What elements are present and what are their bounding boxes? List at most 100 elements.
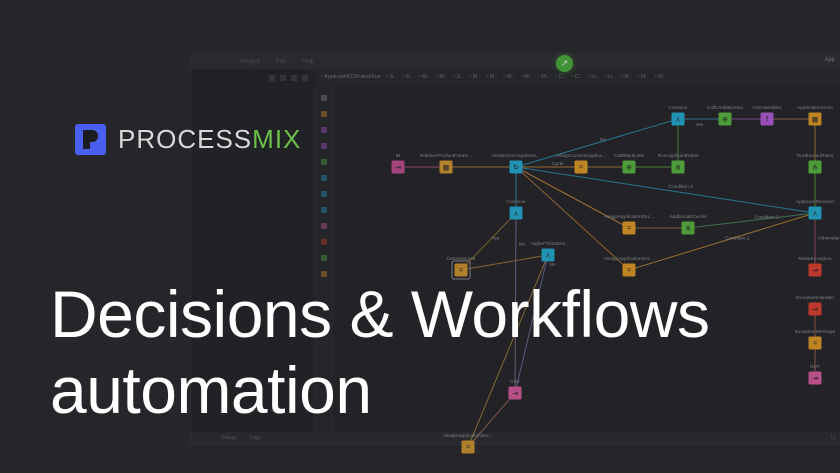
palette-assign-icon[interactable] xyxy=(320,111,327,117)
editor-tab[interactable]: ▫ S.. xyxy=(453,74,464,80)
node-label: Continue xyxy=(506,199,526,205)
debug-tab[interactable]: Debug xyxy=(221,435,236,441)
expand-icon[interactable] xyxy=(291,75,297,81)
menu-help[interactable]: Help xyxy=(302,58,315,65)
menu-app[interactable]: App xyxy=(824,57,835,63)
editor-tab[interactable]: ▫ M.. xyxy=(435,74,448,80)
palette-table-icon[interactable] xyxy=(320,271,327,277)
flow-node-out[interactable]: ⇥OUT xyxy=(508,379,522,400)
table-icon: ▦ xyxy=(443,165,450,172)
palette-gateway-icon[interactable] xyxy=(320,175,327,181)
editor-tab[interactable]: ▫ R.. xyxy=(620,74,632,80)
flow-node-runApplicant[interactable]: ⋔RunApplicantRules xyxy=(658,153,699,174)
flow-node-additional[interactable]: ⋔AdditionalChecks xyxy=(669,214,707,235)
logo-text: PROCESSMIX xyxy=(118,124,301,155)
flow-node-iterate[interactable]: ↻IterateOverApplicant... xyxy=(492,153,540,174)
flow-node-blacklists[interactable]: ⊕CallBlackLists xyxy=(614,153,645,174)
exit-icon: ⇥ xyxy=(812,268,818,275)
editor-tab[interactable]: ▫ M.. xyxy=(418,74,430,80)
flow-edge[interactable] xyxy=(515,166,630,229)
flow-node-runBureau[interactable]: ⋔RunBureauRules xyxy=(797,153,834,174)
flow-edge[interactable] xyxy=(514,254,549,394)
node-label: ExceptionHandler xyxy=(796,295,834,301)
app-window: Project Edit Help App ▫ ApplicantKORules… xyxy=(190,53,840,445)
flow-node-excHandler[interactable]: ⇥ExceptionHandler xyxy=(796,295,834,316)
palette-merge-icon[interactable] xyxy=(320,191,327,197)
settings-icon[interactable] xyxy=(302,75,308,81)
palette-exit-icon[interactable] xyxy=(320,239,327,245)
flow-edge[interactable] xyxy=(460,254,549,271)
flow-node-retrieve[interactable]: ▦RetrieveProductParam... xyxy=(420,153,473,174)
flow-edge[interactable] xyxy=(515,166,630,271)
flow-node-assignDec2[interactable]: =AssignApplicationDec... xyxy=(604,256,654,277)
editor-tab[interactable]: ▫ M.. xyxy=(537,74,549,80)
flow-node-creditBureau[interactable]: ⊕CallCreditBureau xyxy=(707,105,744,126)
flow-node-assignDec1[interactable]: =AssignApplicationDec... xyxy=(604,214,654,235)
assign-icon: = xyxy=(466,445,470,452)
editor-tab[interactable]: ▫ M.. xyxy=(503,74,515,80)
input-icon: ⇥ xyxy=(395,165,401,172)
flow-edge[interactable] xyxy=(467,392,516,448)
rules-icon: ⋔ xyxy=(675,164,681,172)
palette-loop-icon[interactable] xyxy=(320,207,327,213)
status-right: Li xyxy=(831,435,835,441)
flow-node-higher[interactable]: ⋏HigherThanZero xyxy=(531,241,566,262)
open-external-button[interactable]: ↗ xyxy=(556,55,573,72)
filter-icon[interactable] xyxy=(280,75,286,81)
logs-tab[interactable]: Logs xyxy=(249,435,261,441)
palette-pointer-icon[interactable] xyxy=(320,95,327,101)
menu-project[interactable]: Project xyxy=(241,58,260,65)
editor-tab[interactable]: ▫ C.. xyxy=(554,74,566,80)
flow-node-appScore[interactable]: ▦ApplicationScore xyxy=(797,105,833,126)
node-label: AdditionalChecks xyxy=(669,214,707,220)
flow-node-continueMid[interactable]: ⋏Continue xyxy=(506,199,526,220)
editor-tab[interactable]: ▫ M.. xyxy=(654,74,666,80)
node-label: RaiseException xyxy=(798,256,832,262)
editor-tab[interactable]: ▫ S.. xyxy=(386,74,397,80)
flow-node-excMessage[interactable]: =ExceptionMessage xyxy=(795,329,836,350)
editor-tab[interactable]: ▫ U.. xyxy=(604,74,615,80)
flow-node-out2[interactable]: ⇥OUT xyxy=(808,364,822,385)
edge-label: Condition 1 xyxy=(725,236,750,242)
flow-node-in[interactable]: ⇥IN xyxy=(391,153,405,174)
palette-service-icon[interactable] xyxy=(320,255,327,261)
editor-tab[interactable]: ▫ C.. xyxy=(571,74,582,80)
editor-tab[interactable]: ▫ M.. xyxy=(520,74,532,80)
flow-edge[interactable] xyxy=(515,118,679,168)
flow-edge[interactable] xyxy=(514,212,517,394)
menu-edit[interactable]: Edit xyxy=(275,58,287,65)
editor-tab[interactable]: ▫ M.. xyxy=(637,74,649,80)
node-label: ExceptionMessage xyxy=(795,329,836,335)
flow-edge[interactable] xyxy=(515,166,816,214)
flow-node-assignDec3[interactable]: =AssignApplicationDec... xyxy=(443,433,493,454)
flow-node-continueTop[interactable]: ⋏Continue xyxy=(668,105,688,126)
node-label: AssignApplicationDec... xyxy=(604,256,654,262)
node-label: AssignApplicationDec... xyxy=(604,214,654,220)
flow-node-raise[interactable]: ⇥ RaiseException xyxy=(798,256,832,277)
palette-function-icon[interactable] xyxy=(320,127,327,133)
headline-line-1: Decisions & Workflows xyxy=(50,277,710,351)
collapse-icon[interactable] xyxy=(269,75,275,81)
palette-input-icon[interactable] xyxy=(320,223,327,229)
palette-rules-icon[interactable] xyxy=(320,159,327,165)
edge-label: No xyxy=(519,241,525,247)
node-label: OUT xyxy=(810,364,820,370)
flow-edge[interactable] xyxy=(460,212,517,271)
editor-tab[interactable]: ▫ M.. xyxy=(469,74,481,80)
flow-edge[interactable] xyxy=(467,254,549,448)
gateway-icon: ⋏ xyxy=(675,117,680,124)
editor-tab[interactable]: ▫ E.. xyxy=(402,74,413,80)
flow-node-decision[interactable]: ⋏ApplicantDecision xyxy=(796,199,834,220)
flow-edge[interactable] xyxy=(687,212,816,229)
flow-node-assignCurrent[interactable]: =AssignCurrentApplica... xyxy=(556,153,606,174)
palette-expression-icon[interactable] xyxy=(320,143,327,149)
editor-tab[interactable]: ▫ ApplicantKORulesFlow xyxy=(321,74,381,80)
assign-icon: = xyxy=(459,268,463,275)
editor-tab[interactable]: ▫ M.. xyxy=(486,74,498,80)
rules-icon: ⋔ xyxy=(812,164,818,172)
flow-node-calcMax[interactable]: =CalcMaxLimit xyxy=(447,256,476,280)
editor-tab[interactable]: ▫ U.. xyxy=(587,74,599,80)
flow-edge[interactable] xyxy=(628,212,816,271)
